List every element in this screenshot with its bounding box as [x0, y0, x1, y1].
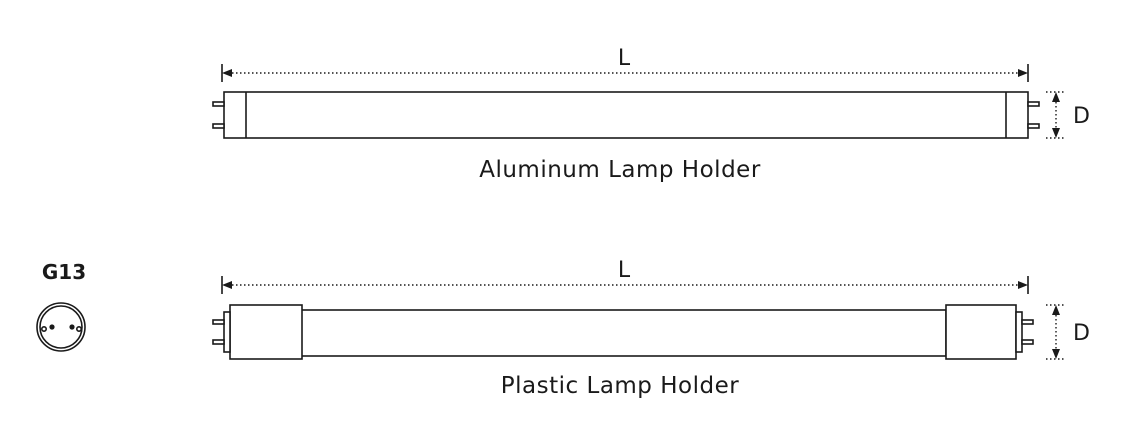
aluminum-lamp-diagram: L D Aluminum Lamp Holder [212, 46, 1090, 183]
arrow-right-icon [1018, 281, 1028, 289]
socket-inner-circle [39, 305, 83, 349]
tube-body [223, 91, 1029, 139]
length-dimension-aluminum: L [221, 46, 1029, 82]
arrow-down-icon [1052, 349, 1060, 359]
end-cap-right [945, 304, 1017, 360]
pin-icon [212, 339, 225, 345]
arrow-up-icon [1052, 305, 1060, 315]
cap-neck-right [1015, 311, 1023, 353]
plastic-tube [212, 304, 1034, 360]
aluminum-caption: Aluminum Lamp Holder [479, 157, 761, 183]
arrow-right-icon [1018, 69, 1028, 77]
end-cap-left [229, 304, 303, 360]
pin-icon [212, 123, 225, 129]
cap-neck-left [223, 311, 231, 353]
socket-pin-dot-icon [49, 324, 55, 330]
diameter-label: D [1073, 321, 1090, 346]
plastic-caption: Plastic Lamp Holder [501, 373, 739, 399]
diameter-dimension-aluminum: D [1046, 91, 1090, 139]
pin-icon [1027, 101, 1040, 107]
length-label: L [618, 258, 631, 283]
arrow-down-icon [1052, 128, 1060, 138]
pin-icon [1021, 339, 1034, 345]
aluminum-tube [212, 91, 1040, 139]
pin-icon [212, 101, 225, 107]
plastic-lamp-diagram: L D Plastic Lamp Holder [212, 258, 1090, 399]
arrow-up-icon [1052, 92, 1060, 102]
socket-label: G13 [42, 260, 86, 284]
arrow-left-icon [222, 69, 232, 77]
socket-pin-dot-icon [69, 324, 75, 330]
socket-hole-icon [76, 325, 83, 332]
length-label: L [618, 46, 631, 71]
g13-socket: G13 [36, 260, 86, 352]
pin-icon [1027, 123, 1040, 129]
pin-icon [212, 319, 225, 325]
arrow-left-icon [222, 281, 232, 289]
socket-hole-icon [40, 325, 47, 332]
diameter-label: D [1073, 104, 1090, 129]
length-dimension-plastic: L [221, 258, 1029, 294]
tube-body [299, 309, 947, 357]
pin-icon [1021, 319, 1034, 325]
diameter-dimension-plastic: D [1046, 304, 1090, 360]
